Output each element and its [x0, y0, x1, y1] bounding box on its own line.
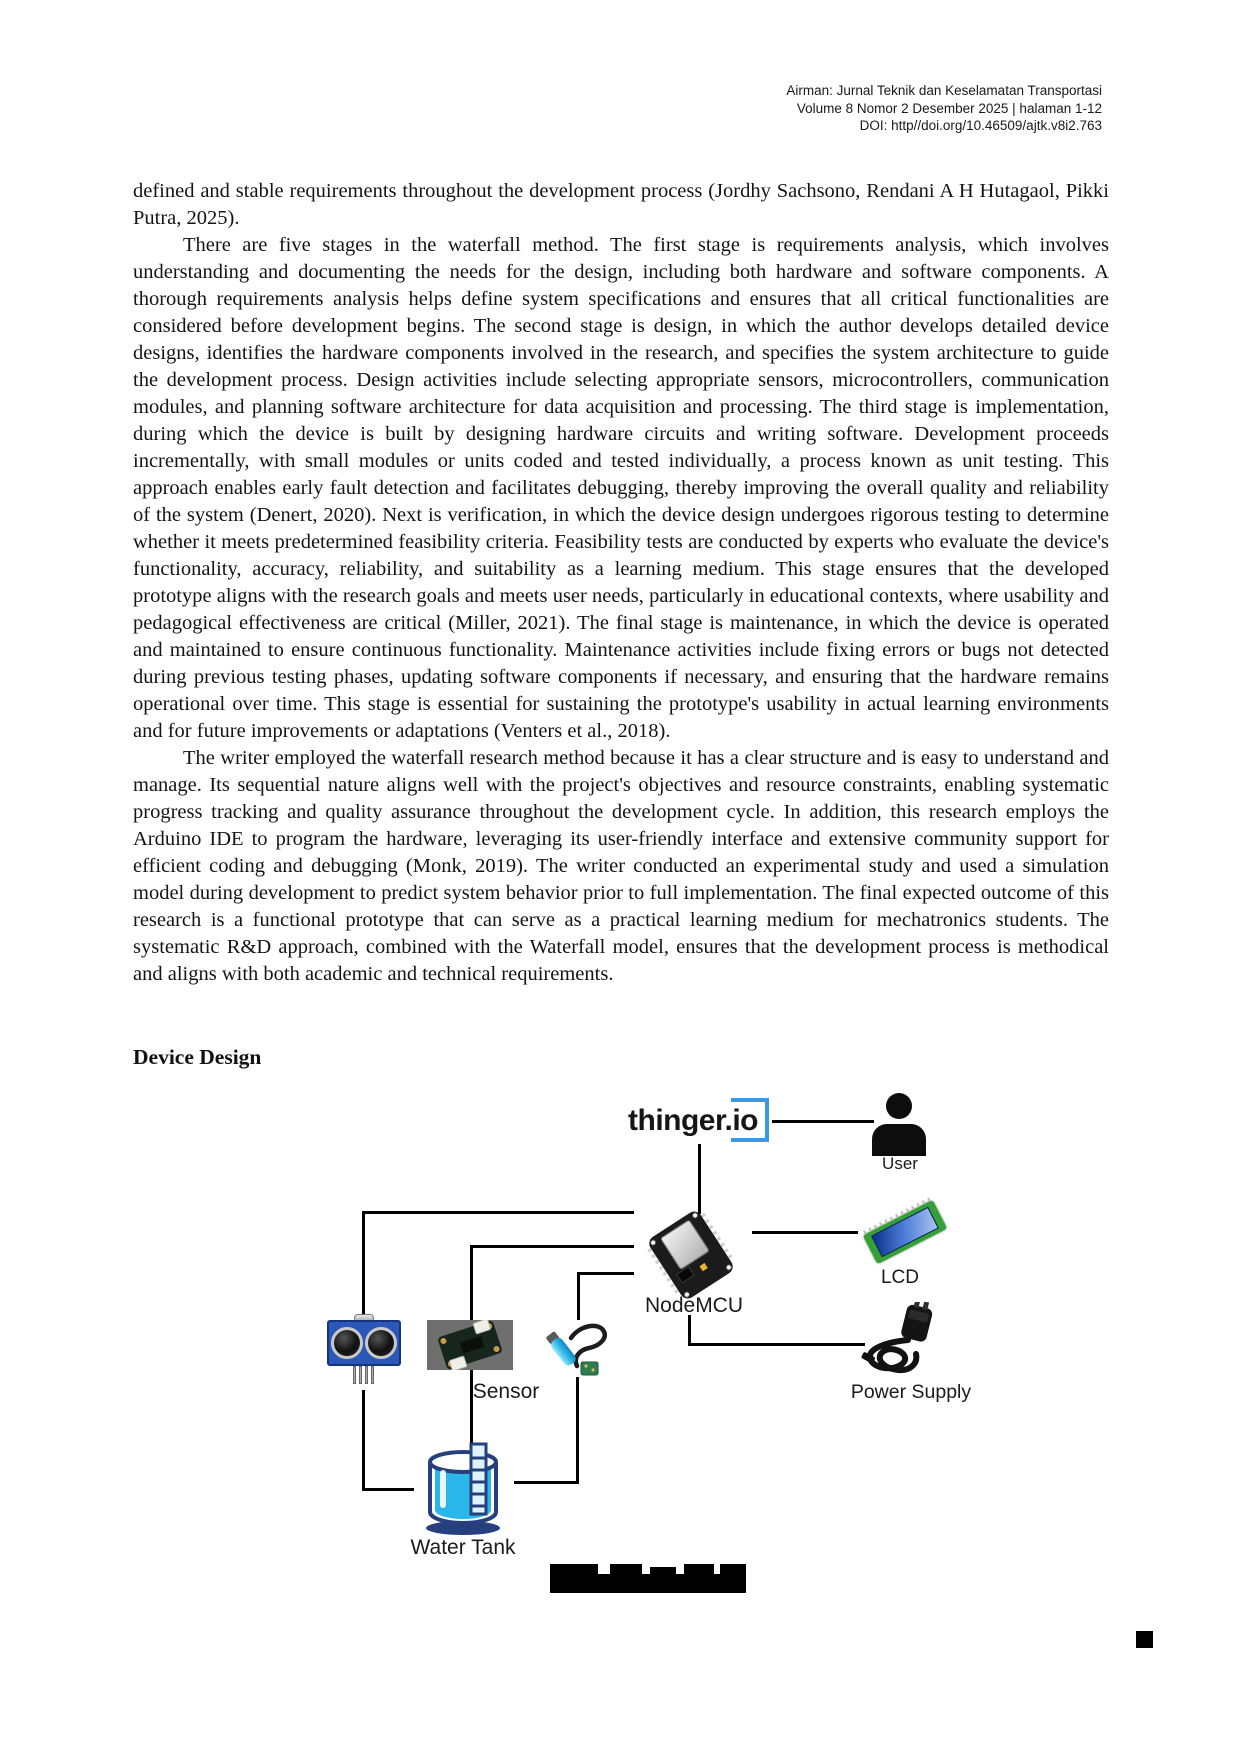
- line-ultrasonic-nodemcu-h: [362, 1211, 634, 1214]
- line-nodemcu-power-h: [688, 1343, 865, 1346]
- thinger-io-bracket-icon: [731, 1098, 769, 1142]
- line-ultrasonic-nodemcu-v: [362, 1211, 365, 1315]
- line-ph-tank-v: [576, 1377, 579, 1484]
- line-ultrasonic-tank-h: [362, 1488, 414, 1491]
- lcd-image: [860, 1196, 952, 1272]
- sensor-module-image: [427, 1320, 513, 1370]
- nodemcu-board: [646, 1208, 736, 1302]
- line-nodemcu-lcd: [752, 1231, 858, 1234]
- line-ph-nodemcu-v: [577, 1272, 580, 1320]
- paragraph: defined and stable requirements througho…: [133, 180, 1109, 229]
- lcd-board: [862, 1200, 948, 1264]
- nodemcu-wifi-shield: [659, 1219, 710, 1271]
- nodemcu-image: [645, 1208, 737, 1302]
- sensor-pcb: [437, 1320, 503, 1370]
- sensor-label: Sensor: [472, 1380, 540, 1403]
- redacted-page-number: [1136, 1631, 1153, 1648]
- paragraph: The writer employed the waterfall resear…: [133, 747, 1109, 985]
- page-header: Airman: Jurnal Teknik dan Keselamatan Tr…: [786, 82, 1102, 135]
- user-icon: [872, 1093, 926, 1156]
- line-thinger-user: [772, 1120, 874, 1123]
- line-sensor-nodemcu-v: [470, 1245, 473, 1323]
- line-nodemcu-power-v: [688, 1315, 691, 1346]
- nodemcu-led: [699, 1262, 708, 1272]
- thinger-io-logo: thinger.io: [628, 1104, 759, 1137]
- ultrasonic-pins: [353, 1366, 374, 1384]
- user-label: User: [882, 1154, 918, 1173]
- ph-probe-image: [546, 1323, 607, 1376]
- journal-doi: DOI: http//doi.org/10.46509/ajtk.v8i2.76…: [859, 118, 1102, 133]
- line-ph-nodemcu-h: [577, 1272, 634, 1275]
- journal-volume: Volume 8 Nomor 2 Desember 2025 | halaman…: [796, 100, 1102, 116]
- ultrasonic-receiver: [365, 1327, 397, 1359]
- water-tank-image: [426, 1442, 500, 1535]
- line-thinger-nodemcu: [698, 1144, 701, 1214]
- ultrasonic-sensor-image: [327, 1312, 403, 1392]
- lcd-label: LCD: [880, 1267, 919, 1288]
- section-heading-device-design: Device Design: [133, 1045, 262, 1069]
- line-sensor-tank-v: [470, 1370, 473, 1445]
- water-tank-label: Water Tank: [410, 1536, 516, 1559]
- paragraph: There are five stages in the waterfall m…: [133, 234, 1109, 742]
- ultrasonic-board: [327, 1320, 401, 1366]
- article-body: defined and stable requirements througho…: [133, 178, 1109, 988]
- journal-title: Airman: Jurnal Teknik dan Keselamatan Tr…: [786, 83, 1102, 98]
- line-sensor-nodemcu-h: [470, 1245, 634, 1248]
- line-ultrasonic-tank-v: [362, 1390, 365, 1491]
- power-supply-label: Power Supply: [850, 1381, 972, 1403]
- figure-caption-redacted: [550, 1564, 746, 1594]
- power-supply-image: [861, 1302, 933, 1374]
- line-ph-tank-h: [514, 1481, 579, 1484]
- nodemcu-label: NodeMCU: [644, 1294, 744, 1317]
- lcd-screen: [871, 1206, 939, 1258]
- ultrasonic-transmitter: [331, 1327, 363, 1359]
